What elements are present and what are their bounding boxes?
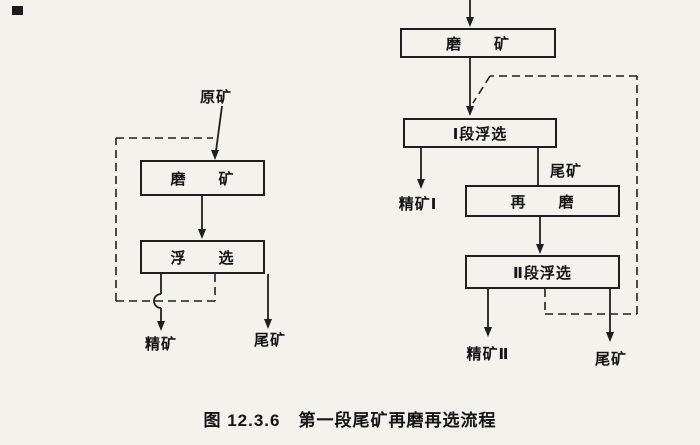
right-tailings-mid-label: 尾矿 [549, 163, 582, 180]
left-tailings-line [264, 274, 272, 329]
right-regrind-to-flotation2-connector [536, 217, 544, 254]
right-grind-box: 磨 矿 [400, 28, 556, 58]
right-concentrate2-line [484, 289, 492, 337]
right-concentrate1-label: 精矿Ⅰ [398, 196, 438, 213]
left-tailings-label: 尾矿 [253, 332, 286, 349]
right-recycle-dashed-loop [472, 75, 638, 315]
right-concentrate2-label: 精矿Ⅱ [466, 346, 510, 363]
right-grind-to-flotation1-connector [466, 58, 474, 116]
left-recycle-dashed-loop [115, 137, 216, 302]
scan-artifact [12, 6, 23, 15]
left-grind-to-flotation-connector [198, 196, 206, 239]
left-concentrate-label: 精矿 [144, 336, 177, 353]
left-flotation-box: 浮 选 [140, 240, 265, 274]
right-flotation2-box: Ⅱ段浮选 [465, 255, 620, 289]
right-tailings-final-line [606, 289, 614, 342]
right-flotation1-box: Ⅰ段浮选 [403, 118, 557, 148]
right-top-feed-line [466, 0, 474, 27]
left-concentrate-line [153, 274, 165, 331]
figure-caption: 图 12.3.6 第一段尾矿再磨再选流程 [203, 411, 497, 430]
left-grind-box: 磨 矿 [140, 160, 265, 196]
right-tailings-final-label: 尾矿 [594, 351, 627, 368]
left-feed-line [211, 105, 223, 160]
left-feed-label: 原矿 [199, 89, 232, 106]
right-regrind-box: 再 磨 [465, 185, 620, 217]
right-concentrate1-line [417, 148, 425, 189]
